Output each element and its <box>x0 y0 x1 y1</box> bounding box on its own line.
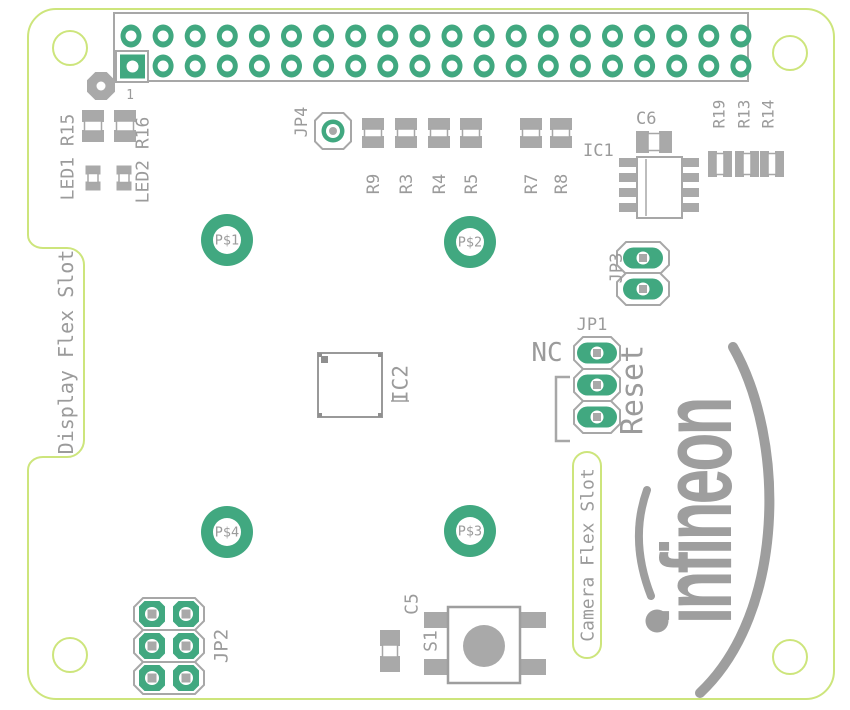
label-r7: R7 <box>522 174 542 194</box>
logo-text: infineon <box>641 400 753 625</box>
label-r8: R8 <box>552 174 572 194</box>
label-p2: P$2 <box>458 235 482 251</box>
label-led2-r16: LED2 R16 <box>132 117 153 204</box>
ic2-pin1-mark <box>321 356 328 363</box>
display-flex-slot-label: Display Flex Slot <box>54 250 78 455</box>
mounting-pad-p4 <box>201 506 253 558</box>
mounting-pad-p3 <box>444 505 496 557</box>
component-r19 <box>708 151 732 177</box>
label-c6: C6 <box>636 109 656 129</box>
component-r5 <box>460 118 482 148</box>
label-jp2: JP2 <box>211 629 233 663</box>
logo-dot <box>645 609 669 633</box>
pin1-label: 1 <box>126 88 134 103</box>
component-r15 <box>82 110 104 142</box>
mounting-hole-bottom-right <box>772 639 808 675</box>
label-p3: P$3 <box>458 524 482 540</box>
mounting-hole-top-left <box>52 30 88 66</box>
component-r4 <box>428 118 450 148</box>
camera-flex-slot-label: Camera Flex Slot <box>577 468 598 641</box>
label-reset: Reset <box>616 345 651 435</box>
component-led2 <box>116 165 132 191</box>
component-led1 <box>85 165 101 191</box>
label-r5: R5 <box>462 174 482 194</box>
component-r7 <box>520 118 542 148</box>
component-r9 <box>362 118 384 148</box>
ic2-chip <box>317 352 409 418</box>
label-led1-r15: LED1 R15 <box>57 114 78 201</box>
label-r19: R19 <box>710 100 729 129</box>
label-ic2: IC2 <box>388 365 412 403</box>
label-nc: NC <box>531 338 562 368</box>
mounting-pad-p1 <box>201 214 253 266</box>
logo-swoosh-right <box>695 342 775 698</box>
mounting-pad-p2 <box>444 216 496 268</box>
component-r16 <box>114 110 136 142</box>
component-r8 <box>550 118 572 148</box>
label-c5: C5 <box>401 593 422 615</box>
s1-button <box>424 605 546 685</box>
reset-bracket <box>554 375 570 443</box>
label-r4: R4 <box>430 174 450 194</box>
mounting-hole-bottom-left <box>52 637 88 673</box>
mounting-hole-top-right <box>772 35 808 71</box>
label-r14: R14 <box>759 100 778 129</box>
infineon-logo: infineon <box>634 342 775 698</box>
component-r3 <box>395 118 417 148</box>
label-ic1: IC1 <box>583 141 614 161</box>
label-r9: R9 <box>364 174 384 194</box>
component-c5 <box>380 630 400 672</box>
label-jp4: JP4 <box>292 107 312 138</box>
jp2-header <box>133 597 205 695</box>
s1-plunger <box>463 625 505 667</box>
label-p1: P$1 <box>215 233 239 249</box>
label-r13: R13 <box>735 100 754 129</box>
label-jp1: JP1 <box>577 315 608 335</box>
component-r13 <box>735 151 759 177</box>
component-c6 <box>636 131 672 153</box>
camera-flex-slot-outline <box>572 451 602 659</box>
gpio-header-40pin: 1 <box>113 12 752 103</box>
logo-swoosh-left <box>634 486 655 600</box>
jp1-header <box>573 336 621 434</box>
jp4-pad <box>314 112 352 150</box>
label-r3: R3 <box>397 174 417 194</box>
ic1-chip <box>619 156 699 219</box>
component-r14 <box>760 151 784 177</box>
label-jp3: JP3 <box>607 253 627 284</box>
label-s1: S1 <box>420 630 441 652</box>
label-p4: P$4 <box>215 525 239 541</box>
via-testpoint <box>87 72 115 100</box>
jp3-header <box>616 241 670 306</box>
